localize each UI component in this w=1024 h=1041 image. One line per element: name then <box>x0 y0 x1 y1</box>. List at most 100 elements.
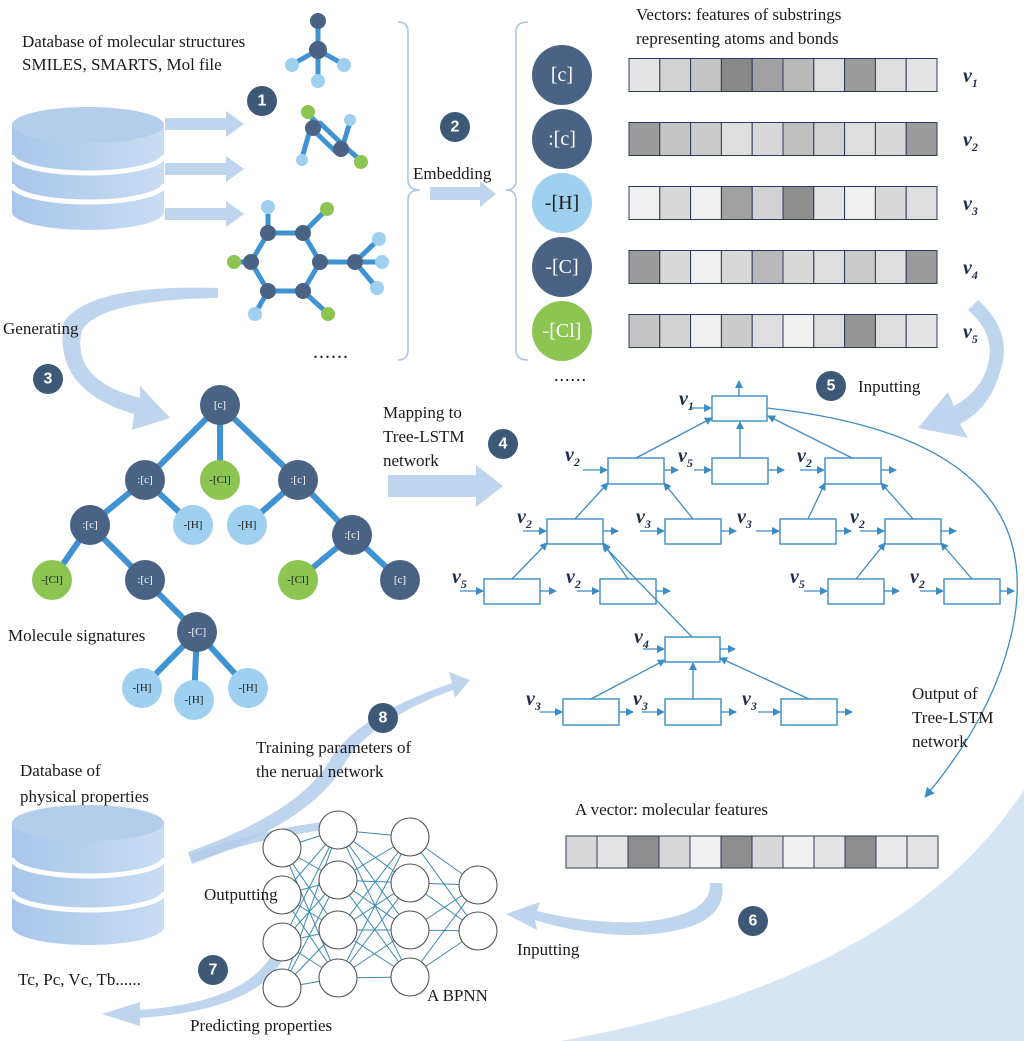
label-vectors-title-1: Vectors: features of substrings <box>636 5 841 24</box>
nn-neuron <box>458 911 498 951</box>
token-circle <box>532 109 592 169</box>
feature-cell <box>813 835 846 869</box>
signature-node <box>32 560 72 600</box>
lstm-input-label: v3 <box>526 688 541 713</box>
vector-cell <box>659 186 692 220</box>
token-row: [c]v1 <box>532 45 978 105</box>
vector-cell <box>813 250 846 284</box>
signature-node-label: :[c] <box>290 474 305 486</box>
vector-cell <box>690 250 722 284</box>
vector-cell <box>720 122 753 156</box>
step-1-badge: 1 <box>247 86 277 116</box>
vector-cell <box>905 122 938 156</box>
vector-cell <box>813 186 846 220</box>
vector-cell <box>628 58 661 92</box>
nn-neuron <box>262 875 302 915</box>
nn-neuron <box>262 968 302 1008</box>
token-circle <box>532 237 592 297</box>
vector-name: v1 <box>963 65 978 90</box>
token-label: -[H] <box>545 192 579 214</box>
nn-connection <box>337 829 411 978</box>
generating-arrow <box>62 287 219 430</box>
svg-text:2: 2 <box>451 119 460 136</box>
nn-connection <box>337 829 411 931</box>
vector-cell <box>751 250 784 284</box>
signature-node <box>332 515 372 555</box>
db-to-molecule-arrows <box>165 111 244 227</box>
bpnn-network <box>262 810 498 1008</box>
signature-node-label: [c] <box>214 399 226 411</box>
lstm-input-label: v2 <box>566 566 581 591</box>
vector-cell <box>874 314 907 348</box>
vector-cell <box>720 186 753 220</box>
signature-node-label: :[c] <box>344 529 359 541</box>
feature-cell <box>658 835 691 869</box>
signature-node <box>125 560 165 600</box>
vector-name: v4 <box>963 257 978 282</box>
label-outputting: Outputting <box>204 885 278 904</box>
signature-node-label: -[H] <box>185 694 204 706</box>
vector-cell <box>628 250 661 284</box>
signature-node-label: -[H] <box>238 519 257 531</box>
label-training-1: Training parameters of <box>256 738 412 757</box>
vector-cell <box>813 58 846 92</box>
lstm-input-label: v5 <box>790 566 805 591</box>
signature-node <box>228 668 268 708</box>
vector-cell <box>659 250 692 284</box>
label-mapping-2: Tree-LSTM <box>383 427 465 446</box>
inputting-bottom-arrow <box>506 883 723 936</box>
signature-node <box>278 560 318 600</box>
molecule-signature-tree: [c]:[c]-[Cl]:[c]:[c]-[H]-[H]:[c]-[Cl]:[c… <box>32 385 420 720</box>
signature-node-label: -[Cl] <box>287 574 308 586</box>
nn-neuron <box>390 910 430 950</box>
label-generating: Generating <box>3 319 79 338</box>
feature-cell <box>565 835 598 869</box>
vector-cell <box>659 122 692 156</box>
nn-neuron <box>262 828 302 868</box>
token-label: :[c] <box>548 128 576 150</box>
feature-cell <box>689 835 722 869</box>
lstm-input-label: v1 <box>679 388 694 413</box>
signature-node-label: :[c] <box>137 574 152 586</box>
nn-neuron <box>390 817 430 857</box>
vector-cell <box>690 314 722 348</box>
signature-node <box>70 505 110 545</box>
vector-cell <box>905 250 938 284</box>
inputting-top-arrow <box>918 300 1004 438</box>
signature-node <box>122 668 162 708</box>
vector-cell <box>628 314 661 348</box>
vector-cell <box>905 314 938 348</box>
nn-neuron <box>262 922 302 962</box>
vector-cell <box>782 186 815 220</box>
label-training-2: the nerual network <box>256 762 384 781</box>
molecule-ellipsis: ...... <box>313 341 349 363</box>
vector-cell <box>813 314 846 348</box>
label-output-tree-3: network <box>912 732 968 751</box>
vector-cell <box>690 122 722 156</box>
vector-cell <box>690 186 722 220</box>
vector-cell <box>874 186 907 220</box>
molecular-feature-vector <box>565 835 939 869</box>
brace-molecules <box>397 21 421 361</box>
token-label: -[Cl] <box>543 320 582 342</box>
svg-text:5: 5 <box>827 378 836 395</box>
nn-neuron <box>390 863 430 903</box>
token-row: -[Cl]v5 <box>532 301 978 361</box>
feature-cell <box>720 835 753 869</box>
vector-cell <box>844 122 876 156</box>
lstm-input-label: v3 <box>633 688 648 713</box>
nn-neuron <box>318 860 358 900</box>
vector-cell <box>782 122 815 156</box>
label-mapping-1: Mapping to <box>383 403 462 422</box>
label-molecular-features: A vector: molecular features <box>575 800 768 819</box>
token-row: :[c]v2 <box>532 109 978 169</box>
feature-cell <box>782 835 815 869</box>
label-properties-list: Tc, Pc, Vc, Tb...... <box>18 970 141 989</box>
nn-neuron <box>390 957 430 997</box>
label-embedding: Embedding <box>413 164 492 183</box>
molecule-aromatic <box>227 200 389 321</box>
label-inputting-bottom: Inputting <box>517 940 580 959</box>
vector-cell <box>844 58 876 92</box>
embedding-arrow <box>430 181 496 207</box>
